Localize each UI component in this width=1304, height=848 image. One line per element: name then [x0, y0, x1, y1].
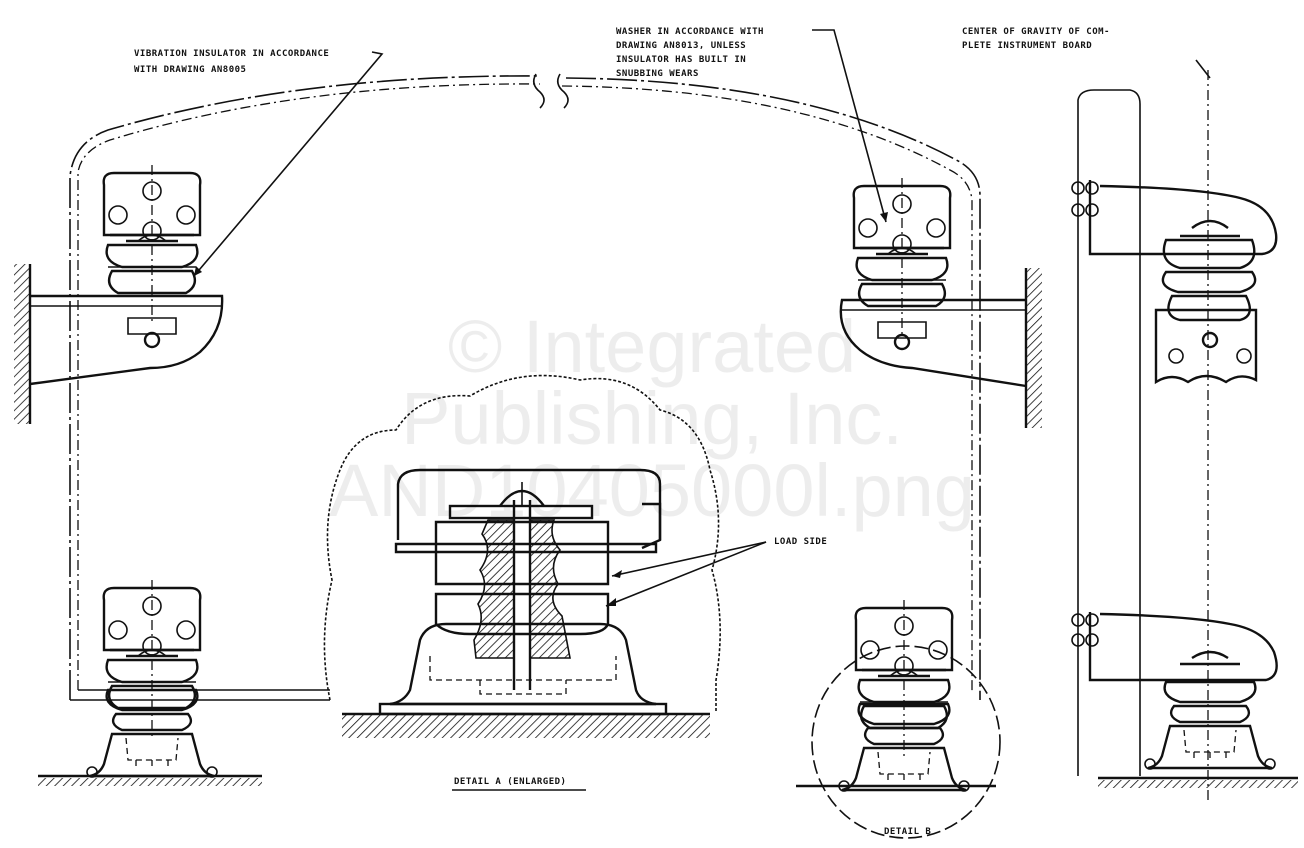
detail-a-enlarged [323, 374, 767, 738]
vibration-insulator-label-line1: VIBRATION INSULATOR IN ACCORDANCE [134, 49, 329, 59]
watermark-line2: Publishing, Inc. [401, 377, 903, 460]
center-of-gravity-label-line1: CENTER OF GRAVITY OF COM- [962, 27, 1110, 37]
detail-b-caption: DETAIL B [884, 827, 931, 837]
washer-label-line2: DRAWING AN8013, UNLESS [616, 41, 746, 51]
load-side-label: LOAD SIDE [774, 537, 827, 547]
washer-label-line4: SNUBBING WEARS [616, 69, 699, 79]
front-view-left [14, 73, 981, 786]
leader-lines [193, 29, 888, 277]
watermark-line1: © Integrated [448, 305, 856, 388]
washer-label-line1: WASHER IN ACCORDANCE WITH [616, 27, 764, 37]
center-of-gravity-label-line2: PLETE INSTRUMENT BOARD [962, 41, 1092, 51]
vibration-insulator-label-line2: WITH DRAWING AN8005 [134, 65, 246, 75]
front-view-right [796, 176, 1042, 839]
watermark-line3: AND10405000l.png [329, 449, 975, 532]
detail-a-caption: DETAIL A (ENLARGED) [454, 777, 566, 787]
washer-label-line3: INSULATOR HAS BUILT IN [616, 55, 746, 65]
side-view [1071, 59, 1298, 800]
